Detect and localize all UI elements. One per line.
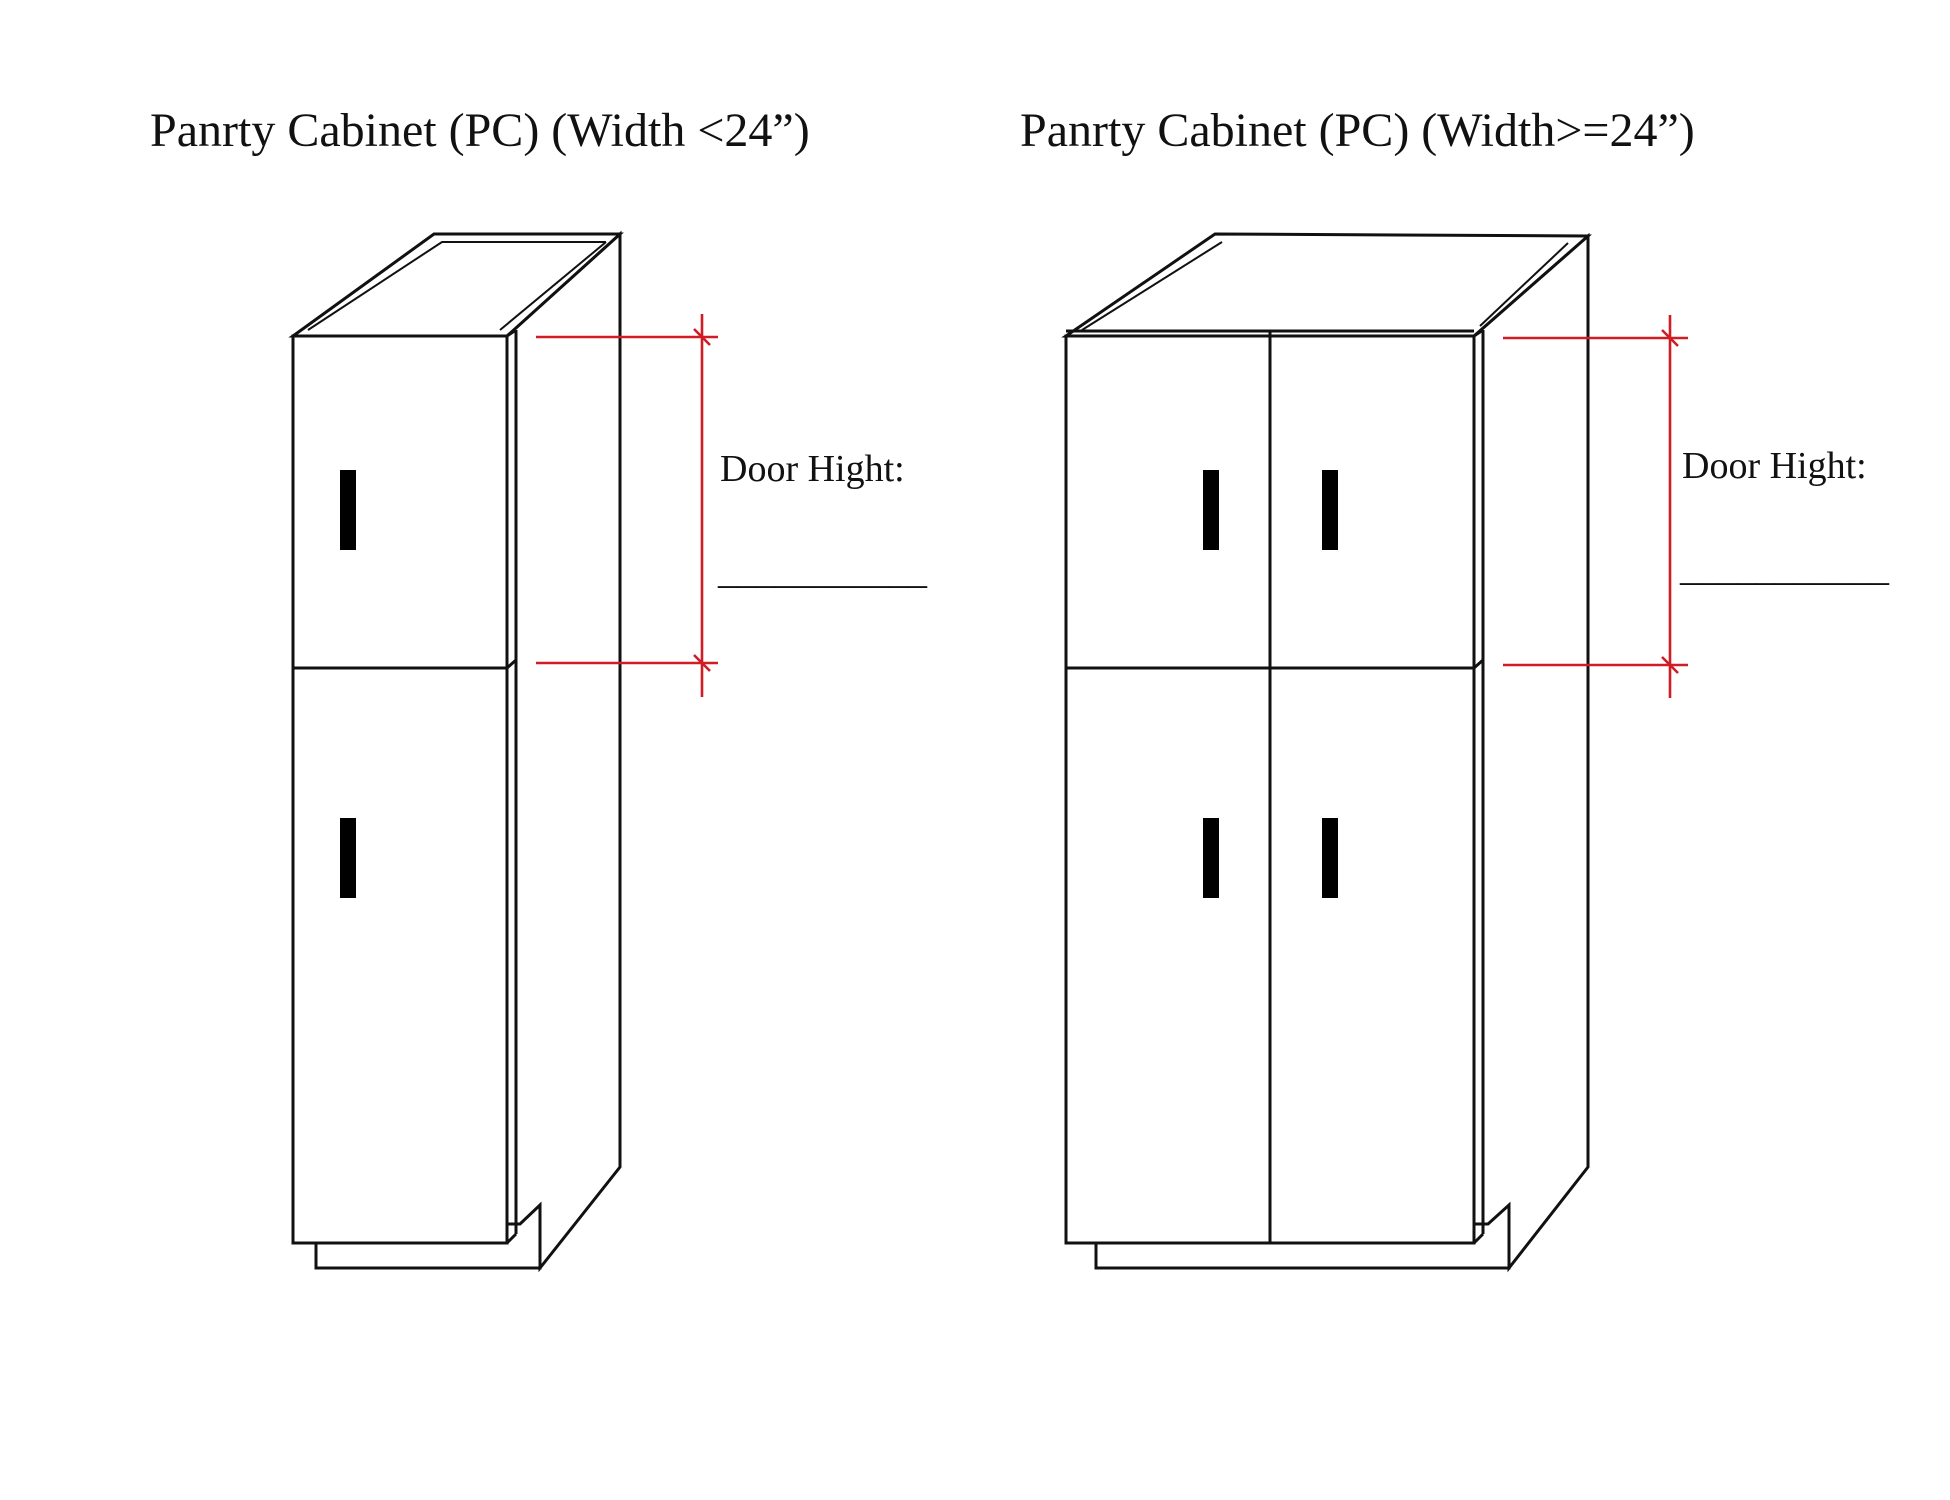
door-handle-upper [340, 470, 356, 550]
cabinet-toe-kick [314, 1205, 542, 1270]
door-handle-upper-right [1322, 470, 1338, 550]
door-handle-lower [340, 818, 356, 898]
door-height-label: Door Hight: [1682, 445, 1867, 487]
cabinet-frame-edge-bottom [1472, 1232, 1485, 1245]
door-height-blank: ___________ [1679, 547, 1890, 589]
cabinet-frame-edge-bottom [505, 1232, 518, 1245]
door-height-blank: ___________ [717, 550, 928, 592]
pantry-cabinet-narrow: Door Hight: ___________ [288, 230, 928, 1273]
cabinet-toe-kick [1094, 1205, 1511, 1270]
door-handle-lower-right [1322, 818, 1338, 898]
cabinet-top-inset [307, 241, 606, 331]
cabinet-top-inset-side [1479, 242, 1569, 327]
cabinet-top-inset-side [499, 241, 607, 331]
cabinet-frame-edge-top [506, 328, 517, 338]
cabinet-front-frame [291, 334, 509, 1245]
door-handle-upper-left [1203, 470, 1219, 550]
cabinet-side-panel [505, 230, 622, 1273]
cabinet-title-wide: Panrty Cabinet (PC) (Width>=24”) [1020, 104, 1695, 157]
cabinet-frame-edge-mid [1473, 658, 1484, 670]
door-height-label: Door Hight: [720, 448, 905, 490]
cabinet-top-inset [1081, 241, 1223, 331]
door-height-dimension [536, 314, 718, 697]
door-handle-lower-left [1203, 818, 1219, 898]
cabinet-side-panel [1472, 232, 1590, 1273]
pantry-cabinet-wide: Door Hight: ___________ [1061, 232, 1890, 1273]
door-height-dimension [1503, 315, 1688, 698]
cabinet-frame-edge-mid [506, 658, 517, 670]
cabinet-frame-edge-top [1473, 328, 1484, 338]
cabinet-title-narrow: Panrty Cabinet (PC) (Width <24”) [150, 104, 810, 157]
